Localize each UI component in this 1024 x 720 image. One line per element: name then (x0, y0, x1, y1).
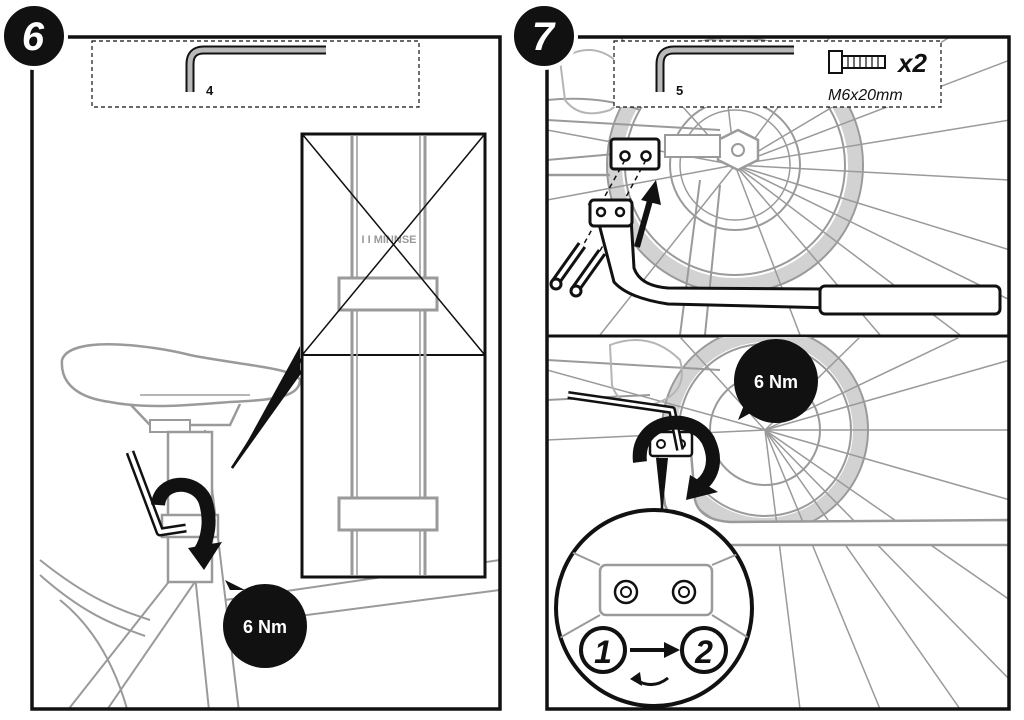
torque-badge-step-7: 6 Nm (734, 339, 818, 423)
torque-badge-step-6: 6 Nm (223, 580, 307, 668)
up-arrow-icon (634, 180, 661, 248)
cross-out-icon (302, 134, 485, 355)
step-7-number-badge: 7 (510, 2, 578, 70)
bolt-icon (828, 50, 886, 74)
sequence-step-2: 2 (680, 626, 728, 674)
bolt-spec: M6x20mm (828, 87, 903, 104)
bolt-pair (549, 242, 607, 298)
step-6-number-badge: 6 (0, 2, 68, 70)
svg-text:1: 1 (594, 634, 612, 670)
step-number: 7 (532, 15, 556, 59)
saddle (60, 343, 302, 433)
bolt-head-1 (613, 579, 639, 605)
step-6-tools-box: 4 (91, 40, 420, 108)
axle-nut (664, 128, 760, 172)
kickstand (587, 198, 1002, 316)
svg-text:2: 2 (694, 634, 713, 670)
hex-key-size: 4 (206, 83, 214, 98)
bolt-quantity: x2 (896, 48, 927, 78)
step-7-tools-box: 5 x2 M6x20mm (613, 40, 942, 108)
torque-label: 6 Nm (243, 617, 287, 637)
step-6-panel: 6 Nm I I MINNSE (0, 2, 502, 711)
tighten-rotation-arrow-icon (632, 415, 720, 500)
seat-post-detail-callout: I I MINNSE (300, 132, 487, 579)
step-number: 6 (22, 15, 45, 59)
hex-key-size: 5 (676, 83, 683, 98)
mounting-plate (609, 137, 661, 171)
right-arrow-icon (630, 642, 680, 658)
step-6-illustration: 6 Nm (39, 343, 500, 709)
bolt-sequence-detail-callout: 1 2 (554, 508, 754, 708)
torque-label: 6 Nm (754, 372, 798, 392)
sequence-step-1: 1 (579, 626, 627, 674)
return-arrow-icon (630, 672, 669, 686)
tighten-rotation-arrow-icon (151, 477, 222, 570)
bolt-head-2 (671, 579, 697, 605)
step-7-panel: 6 Nm (510, 2, 1011, 711)
